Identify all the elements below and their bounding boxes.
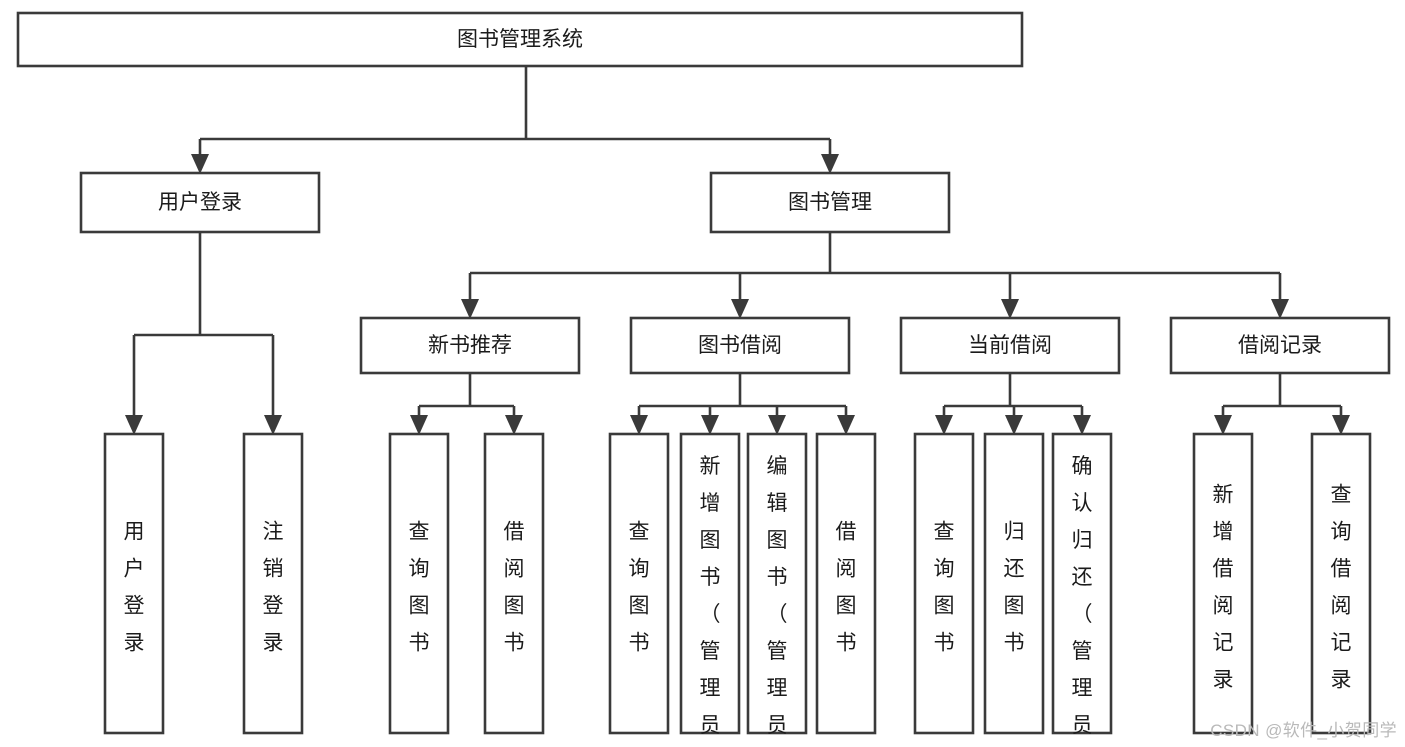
- connector-userlogin-to-leaves: [125, 232, 282, 435]
- arrow-head-icon: [701, 415, 719, 435]
- arrow-head-icon: [1214, 415, 1232, 435]
- node-label-leaf-edit-book: 编辑图书（管理员）: [767, 455, 788, 747]
- arrow-head-icon: [1271, 299, 1289, 319]
- arrow-head-icon: [935, 415, 953, 435]
- arrow-head-icon: [461, 299, 479, 319]
- node-box-leaf-user-login[interactable]: [103, 432, 165, 735]
- node-box-leaf-logout[interactable]: [242, 432, 304, 735]
- node-borrow-record: 借阅记录: [1169, 316, 1391, 375]
- arrow-head-icon: [837, 415, 855, 435]
- node-label-book-borrow: 图书借阅: [698, 334, 782, 357]
- arrow-head-icon: [410, 415, 428, 435]
- node-leaf-add-book: 新增图书（管理员）: [679, 432, 741, 747]
- node-box-user-login[interactable]: [79, 171, 321, 234]
- node-label-root: 图书管理系统: [457, 28, 583, 51]
- node-leaf-borrow-book-2: 借阅图书: [815, 432, 877, 735]
- node-box-root[interactable]: [16, 11, 1024, 68]
- arrow-head-icon: [821, 154, 839, 174]
- node-box-book-manage[interactable]: [709, 171, 951, 234]
- node-box-leaf-borrow-book-2[interactable]: [815, 432, 877, 735]
- node-box-leaf-add-record[interactable]: [1192, 432, 1254, 735]
- connector-borrow-to-leaves: [630, 373, 855, 435]
- connector-recommend-to-leaves: [410, 373, 523, 435]
- node-label-leaf-query-record: 查询借阅记录: [1331, 483, 1352, 691]
- node-label-leaf-add-book: 新增图书（管理员）: [700, 455, 721, 747]
- node-leaf-query-book-2: 查询图书: [608, 432, 670, 735]
- node-box-book-borrow[interactable]: [629, 316, 851, 375]
- arrow-head-icon: [264, 415, 282, 435]
- node-label-leaf-borrow-book-1: 借阅图书: [504, 520, 525, 654]
- node-label-leaf-return-book: 归还图书: [1004, 520, 1025, 654]
- node-box-leaf-edit-book[interactable]: [746, 432, 808, 735]
- node-book-manage: 图书管理: [709, 171, 951, 234]
- node-leaf-query-book-1: 查询图书: [388, 432, 450, 735]
- node-box-leaf-return-book[interactable]: [983, 432, 1045, 735]
- node-box-leaf-borrow-book-1[interactable]: [483, 432, 545, 735]
- node-leaf-query-book-3: 查询图书: [913, 432, 975, 735]
- connector-record-to-leaves: [1214, 373, 1350, 435]
- node-label-borrow-record: 借阅记录: [1238, 334, 1322, 357]
- node-label-leaf-query-book-3: 查询图书: [934, 520, 955, 654]
- node-box-leaf-query-record[interactable]: [1310, 432, 1372, 735]
- node-box-current-borrow[interactable]: [899, 316, 1121, 375]
- node-label-current-borrow: 当前借阅: [968, 334, 1052, 357]
- node-box-leaf-add-book[interactable]: [679, 432, 741, 735]
- arrow-head-icon: [505, 415, 523, 435]
- node-label-book-manage: 图书管理: [788, 191, 872, 214]
- node-box-new-book-recommend[interactable]: [359, 316, 581, 375]
- node-root: 图书管理系统: [16, 11, 1024, 68]
- node-current-borrow: 当前借阅: [899, 316, 1121, 375]
- node-label-leaf-query-book-2: 查询图书: [629, 520, 650, 654]
- arrow-head-icon: [731, 299, 749, 319]
- arrow-head-icon: [125, 415, 143, 435]
- node-box-leaf-query-book-1[interactable]: [388, 432, 450, 735]
- arrow-head-icon: [1073, 415, 1091, 435]
- node-box-borrow-record[interactable]: [1169, 316, 1391, 375]
- node-leaf-confirm-return: 确认归还（管理员）: [1051, 432, 1113, 747]
- arrow-head-icon: [191, 154, 209, 174]
- node-leaf-logout: 注销登录: [242, 432, 304, 735]
- node-label-leaf-add-record: 新增借阅记录: [1213, 483, 1234, 691]
- node-label-user-login: 用户登录: [158, 191, 242, 214]
- node-leaf-borrow-book-1: 借阅图书: [483, 432, 545, 735]
- node-new-book-recommend: 新书推荐: [359, 316, 581, 375]
- arrow-head-icon: [1005, 415, 1023, 435]
- csdn-watermark: CSDN @软件_小贺同学: [1210, 721, 1397, 740]
- node-leaf-user-login: 用户登录: [103, 432, 165, 735]
- node-user-login: 用户登录: [79, 171, 321, 234]
- node-box-leaf-query-book-2[interactable]: [608, 432, 670, 735]
- node-label-new-book-recommend: 新书推荐: [428, 334, 512, 357]
- node-leaf-add-record: 新增借阅记录: [1192, 432, 1254, 735]
- node-label-leaf-query-book-1: 查询图书: [409, 520, 430, 654]
- arrow-head-icon: [630, 415, 648, 435]
- node-leaf-edit-book: 编辑图书（管理员）: [746, 432, 808, 747]
- connector-root-to-level2: [191, 66, 839, 174]
- node-label-leaf-logout: 注销登录: [263, 520, 284, 654]
- arrow-head-icon: [1332, 415, 1350, 435]
- connector-current-to-leaves: [935, 373, 1091, 435]
- node-leaf-return-book: 归还图书: [983, 432, 1045, 735]
- node-box-leaf-confirm-return[interactable]: [1051, 432, 1113, 735]
- node-leaf-query-record: 查询借阅记录: [1310, 432, 1372, 735]
- node-label-leaf-user-login: 用户登录: [124, 520, 145, 654]
- arrow-head-icon: [1001, 299, 1019, 319]
- arrow-head-icon: [768, 415, 786, 435]
- node-book-borrow: 图书借阅: [629, 316, 851, 375]
- connector-bookmanage-to-level3: [461, 232, 1289, 319]
- node-label-leaf-borrow-book-2: 借阅图书: [836, 520, 857, 654]
- node-label-leaf-confirm-return: 确认归还（管理员）: [1072, 455, 1093, 747]
- node-box-leaf-query-book-3[interactable]: [913, 432, 975, 735]
